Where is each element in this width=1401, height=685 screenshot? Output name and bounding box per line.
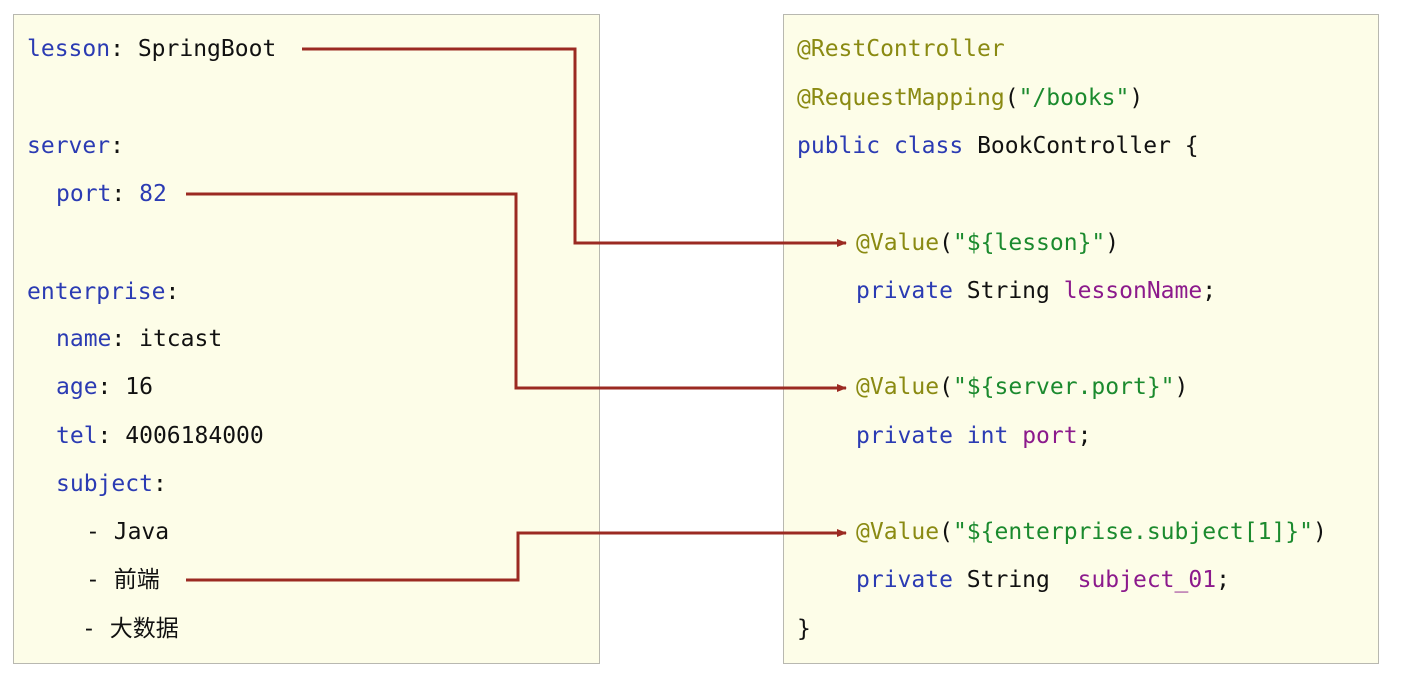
yaml-key-port: port [56,181,112,207]
yaml-line-port: port: 82 [56,179,167,209]
yaml-subject-value: 前端 [113,567,160,593]
yaml-line-server: server: [27,131,124,161]
yaml-key-name: name [56,326,112,352]
java-paren: ) [1174,374,1189,400]
java-mapping-path: "/books" [1018,85,1130,111]
yaml-dash: - [86,519,100,545]
java-paren: ( [1004,85,1019,111]
java-code-panel [783,14,1379,664]
yaml-key-enterprise: enterprise [27,279,166,305]
yaml-colon: : [97,423,112,449]
yaml-subject-item: - 大数据 [82,614,179,644]
yaml-key-age: age [56,374,98,400]
java-line-field-lesson: private String lessonName; [856,276,1216,306]
yaml-key-lesson: lesson [27,36,111,62]
java-annotation-value: @Value [856,230,940,256]
java-kw-class: class [893,133,964,159]
yaml-line-lesson: lesson: SpringBoot [27,34,276,64]
java-value-lesson: "${lesson}" [952,230,1106,256]
java-paren: ) [1105,230,1120,256]
java-type-int: int [966,423,1009,449]
java-value-port: "${server.port}" [952,374,1175,400]
yaml-line-tel: tel: 4006184000 [56,421,264,451]
yaml-dash: - [82,616,96,642]
yaml-colon: : [97,374,112,400]
java-kw-private: private [856,423,953,449]
java-open-brace: { [1184,133,1199,159]
java-paren: ( [939,519,953,545]
java-line-requestmapping: @RequestMapping("/books") [797,83,1143,113]
java-value-subject: "${enterprise.subject[1]}" [952,519,1313,545]
yaml-colon: : [165,279,180,305]
java-type-string: String [966,278,1050,304]
java-line-close-brace: } [797,614,811,644]
yaml-colon: : [111,181,126,207]
yaml-value-lesson: SpringBoot [137,36,277,62]
java-field-subject: subject_01 [1077,567,1217,593]
java-annotation-restcontroller: @RestController [797,36,1005,62]
java-line-field-port: private int port; [856,421,1091,451]
java-class-name: BookController [977,133,1171,159]
yaml-value-name: itcast [139,326,223,352]
yaml-line-name: name: itcast [56,324,222,354]
java-annotation-requestmapping: @RequestMapping [797,85,1005,111]
java-semicolon: ; [1077,423,1092,449]
yaml-subject-value: Java [113,519,170,545]
java-paren: ( [939,374,953,400]
yaml-subject-item: - 前端 [86,565,160,595]
java-line-value-lesson: @Value("${lesson}") [856,228,1119,258]
java-kw-private: private [856,567,953,593]
java-paren: ( [939,230,953,256]
java-field-port: port [1022,423,1078,449]
java-annotation-value: @Value [856,374,940,400]
yaml-colon: : [110,36,124,62]
java-kw-public: public [797,133,881,159]
yaml-key-subject: subject [56,471,153,497]
yaml-colon: : [152,471,167,497]
yaml-line-subject: subject: [56,469,167,499]
java-close-brace: } [797,616,811,642]
yaml-value-port: 82 [139,181,167,207]
java-line-restcontroller: @RestController [797,34,1005,64]
yaml-key-server: server [27,133,111,159]
yaml-key-tel: tel [56,423,98,449]
yaml-colon: : [110,133,124,159]
java-line-value-port: @Value("${server.port}") [856,372,1188,402]
yaml-value-age: 16 [125,374,153,400]
yaml-line-enterprise: enterprise: [27,277,179,307]
yaml-subject-item: - Java [86,517,169,547]
java-type-string: String [966,567,1050,593]
yaml-subject-value: 大数据 [109,616,179,642]
java-line-value-subject: @Value("${enterprise.subject[1]}") [856,517,1327,547]
java-field-lesson: lessonName [1063,278,1203,304]
java-line-field-subject: private String subject_01; [856,565,1230,595]
java-semicolon: ; [1202,278,1217,304]
yaml-colon: : [111,326,126,352]
java-paren: ) [1312,519,1327,545]
yaml-line-age: age: 16 [56,372,153,402]
yaml-value-tel: 4006184000 [125,423,264,449]
java-annotation-value: @Value [856,519,940,545]
java-semicolon: ; [1216,567,1230,593]
java-kw-private: private [856,278,953,304]
yaml-dash: - [86,567,100,593]
java-paren: ) [1129,85,1144,111]
java-line-class-decl: public class BookController { [797,131,1199,161]
